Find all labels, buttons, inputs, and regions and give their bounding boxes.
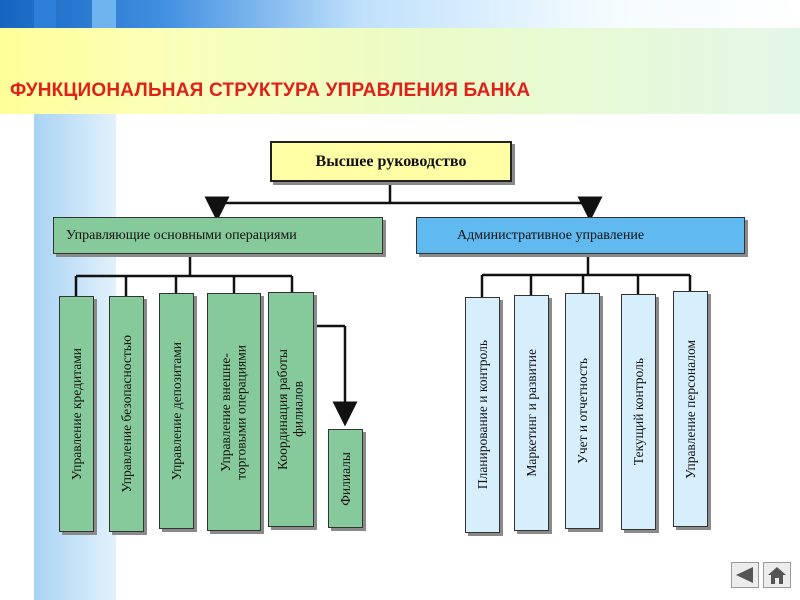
slide-title: ФУНКЦИОНАЛЬНАЯ СТРУКТУРА УПРАВЛЕНИЯ БАНК…: [10, 80, 531, 101]
dept-foreign-trade-label: Управление внешне- торговыми операциями: [218, 344, 249, 480]
dept-security-box: Управление безопасностью: [109, 296, 144, 532]
dept-personnel-box: Управление персоналом: [673, 291, 708, 527]
dept-marketing-label: Маркетинг и развитие: [523, 349, 539, 477]
home-icon: [768, 567, 786, 584]
dept-personnel-label: Управление персоналом: [682, 339, 698, 479]
dept-deposits-label: Управление депозитами: [168, 341, 184, 481]
dept-planning-box: Планирование и контроль: [465, 297, 500, 533]
top-square-decor: [92, 0, 116, 28]
dept-credit-box: Управление кредитами: [59, 296, 94, 532]
dept-security-label: Управление безопасностью: [118, 335, 134, 493]
dept-marketing-box: Маркетинг и развитие: [514, 295, 549, 531]
top-gradient-bar: [0, 0, 800, 28]
operations-management-box: Управляющие основными операциями: [53, 217, 383, 254]
dept-accounting-box: Учет и отчетность: [565, 293, 600, 529]
home-button[interactable]: [763, 562, 791, 588]
branches-label: Филиалы: [337, 451, 353, 506]
back-button[interactable]: [731, 562, 759, 588]
dept-foreign-trade-box: Управление внешне- торговыми операциями: [207, 293, 261, 531]
administrative-management-box: Административное управление: [416, 217, 745, 254]
dept-current-control-box: Текущий контроль: [621, 294, 656, 530]
back-arrow-icon: [736, 567, 753, 583]
administrative-management-label: Административное управление: [457, 227, 645, 243]
branches-box: Филиалы: [328, 429, 363, 528]
horizontal-band-decor: [0, 28, 800, 114]
dept-credit-label: Управление кредитами: [68, 347, 84, 481]
dept-current-control-label: Текущий контроль: [630, 358, 646, 466]
dept-branch-coordination-box: Координация работы филиалов: [268, 292, 314, 527]
operations-management-label: Управляющие основными операциями: [66, 227, 297, 243]
dept-accounting-label: Учет и отчетность: [574, 358, 590, 464]
dept-deposits-box: Управление депозитами: [159, 293, 194, 529]
top-management-box: Высшее руководство: [270, 141, 512, 182]
top-management-label: Высшее руководство: [315, 152, 467, 170]
dept-planning-label: Планирование и контроль: [474, 340, 490, 490]
dept-branch-coordination-label: Координация работы филиалов: [275, 349, 306, 470]
top-square-decor: [34, 0, 56, 28]
